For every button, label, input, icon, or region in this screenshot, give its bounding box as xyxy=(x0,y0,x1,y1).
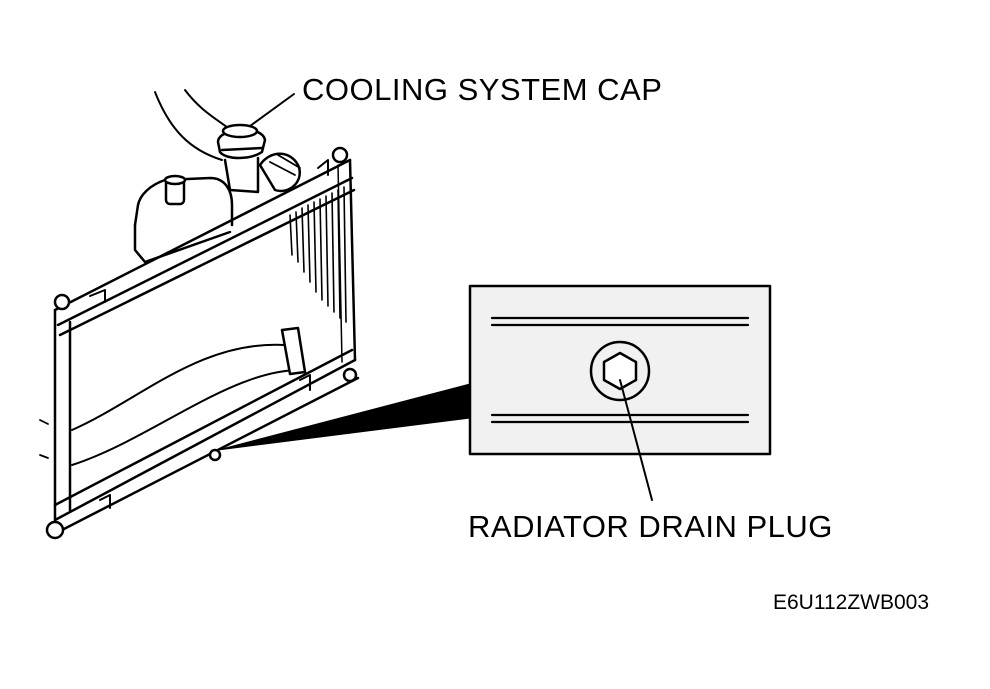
radiator-core xyxy=(45,146,360,540)
drain-plug-inset xyxy=(468,284,772,456)
figure-code: E6U112ZWB003 xyxy=(773,591,930,614)
reservoir-tank xyxy=(133,174,234,264)
inset-leader-wedge xyxy=(217,383,471,451)
cooling-system-cap-label: COOLING SYSTEM CAP xyxy=(302,72,663,107)
radiator-fins xyxy=(289,186,347,323)
cap-leader-line xyxy=(249,93,295,127)
drain-plug-hex-head xyxy=(602,351,638,391)
lower-hose xyxy=(39,326,307,466)
cooling-system-cap xyxy=(216,123,301,194)
upper-hose xyxy=(154,89,229,161)
radiator-drain-plug-label: RADIATOR DRAIN PLUG xyxy=(468,509,833,544)
drain-leader-line xyxy=(619,379,653,501)
